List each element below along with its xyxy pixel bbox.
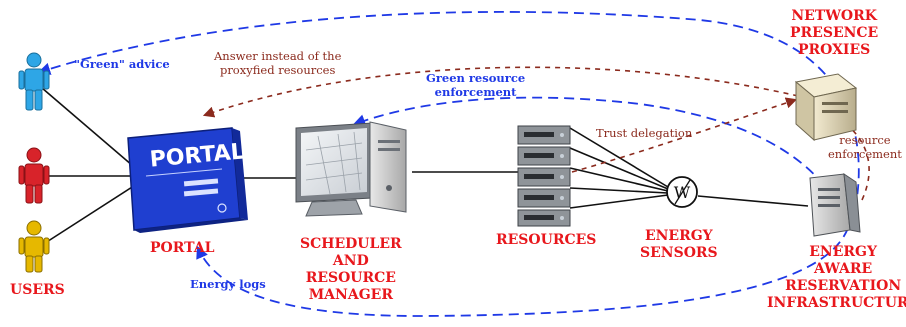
energy-sensors-label: ENERGY SENSORS — [640, 228, 718, 261]
blue-flows — [37, 11, 860, 317]
users-label: USERS — [10, 282, 65, 298]
tower-server-icon — [809, 172, 861, 237]
link-user-blue-portal — [41, 87, 141, 173]
resources-label: RESOURCES — [496, 232, 597, 248]
energy-logs-annotation: Energy logs — [190, 277, 266, 291]
user-figure-icon — [18, 52, 50, 111]
link-resources-sensor-5 — [569, 194, 669, 209]
answer-instead-annotation: Answer instead of the proxyfied resource… — [214, 49, 342, 77]
green-resource-enforcement-annotation: Green resource enforcement — [426, 71, 526, 99]
link-resources-sensor-3 — [569, 167, 669, 192]
connection-lines — [41, 87, 809, 246]
link-resources-sensor-1 — [569, 127, 669, 188]
energy-aware-reservation-infrastructure-label: ENERGY AWARE RESERVATION INFRASTRUCTURE — [767, 244, 906, 311]
energy-logs-arrow — [196, 227, 849, 317]
server-rack-icon — [517, 125, 571, 227]
portal-sign-icon: PORTAL — [127, 127, 248, 233]
wattmeter-icon: W — [666, 176, 698, 208]
resource-enforcement-annotation: resource enforcement — [828, 133, 902, 161]
link-resources-sensor-4 — [569, 187, 669, 194]
user-figure-icon — [18, 220, 50, 273]
portal-label: PORTAL — [150, 240, 215, 256]
green-advice-arrow — [37, 11, 860, 211]
link-sensor-infrastructure — [697, 195, 809, 207]
proxy-server-icon — [794, 73, 858, 142]
network-presence-proxies-label: NETWORK PRESENCE PROXIES — [790, 8, 879, 58]
link-user-yellow-portal — [41, 181, 141, 246]
computer-monitor-icon — [295, 121, 407, 217]
green-advice-annotation: "Green" advice — [74, 57, 170, 71]
trust-delegation-annotation: Trust delegation — [596, 126, 693, 140]
user-figure-icon — [18, 147, 50, 204]
scheduler-label: SCHEDULER AND RESOURCE MANAGER — [300, 236, 402, 303]
green-resource-enforcement-arrow — [352, 96, 843, 213]
link-resources-sensor-2 — [569, 147, 669, 190]
